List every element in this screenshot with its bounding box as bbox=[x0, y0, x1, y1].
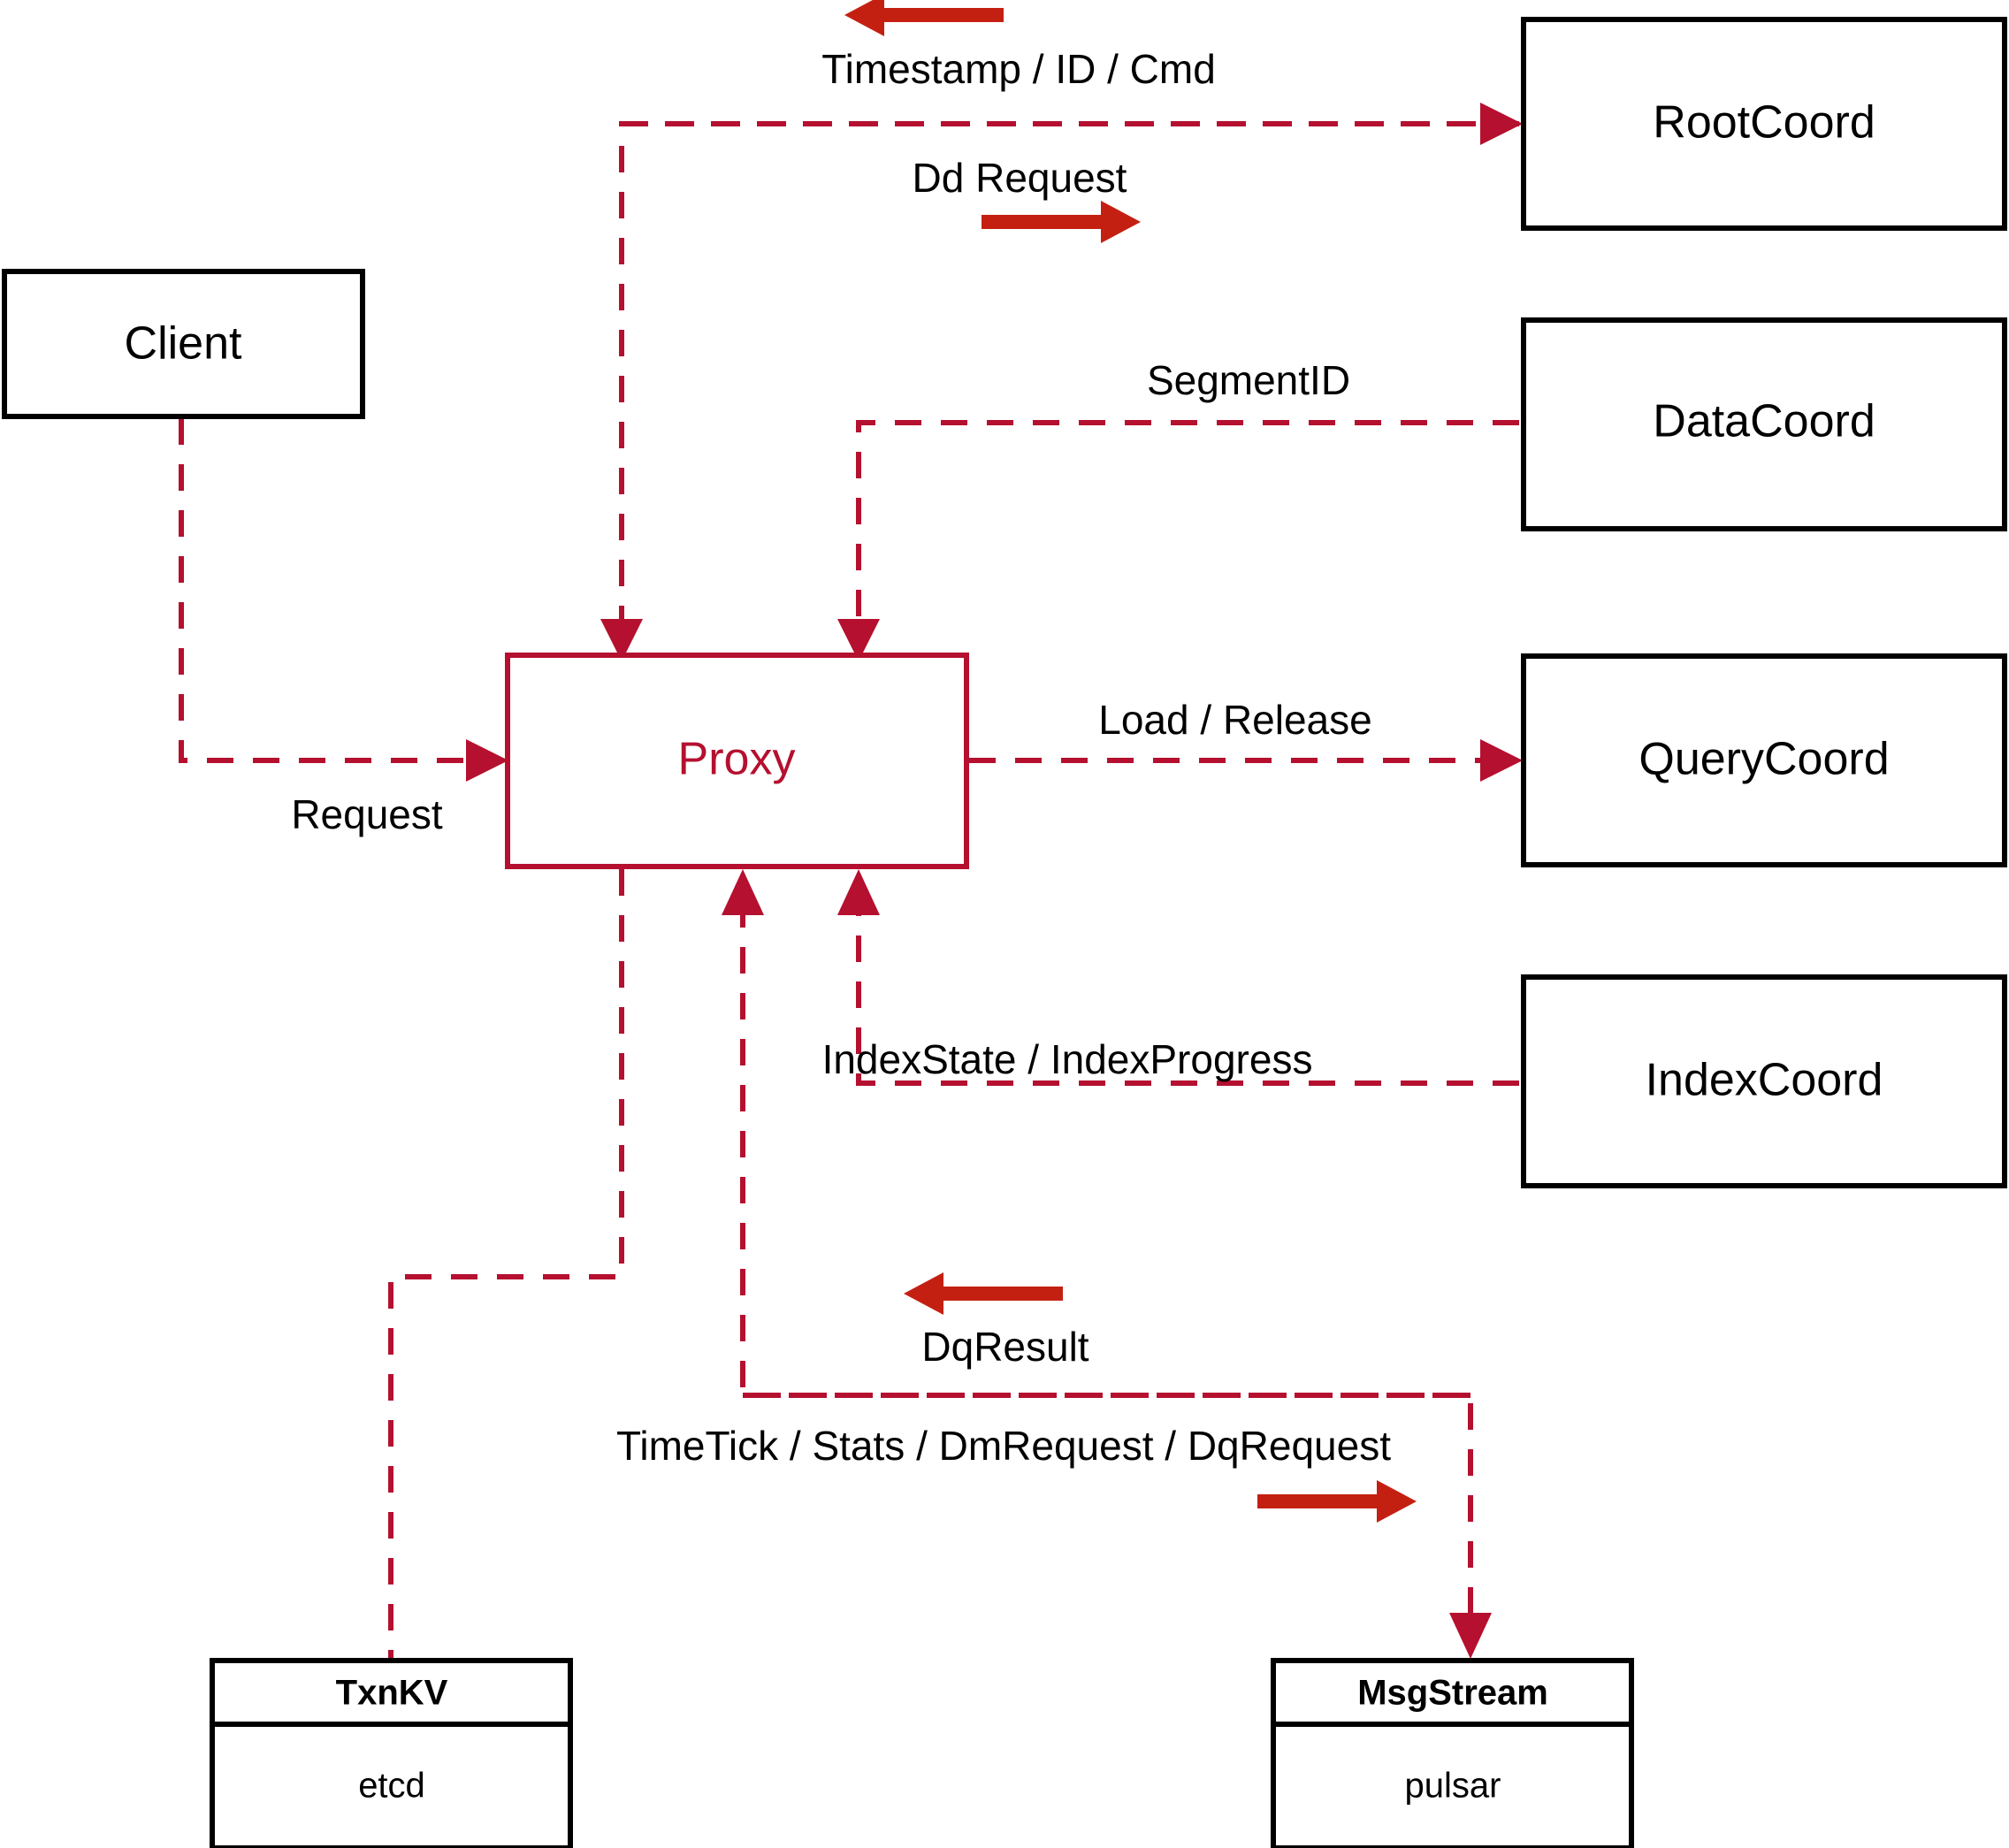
direction-arrow-right-timetick bbox=[1257, 1480, 1417, 1523]
node-client[interactable]: Client bbox=[2, 269, 365, 419]
edge-label-timestamp-id-cmd: Timestamp / ID / Cmd bbox=[821, 46, 1216, 92]
node-txnkv-label: TxnKV bbox=[336, 1674, 448, 1713]
node-datacoord[interactable]: DataCoord bbox=[1521, 317, 2007, 531]
edge-label-dqresult: DqResult bbox=[921, 1324, 1089, 1370]
edge-label-request: Request bbox=[291, 791, 443, 837]
direction-arrow-right-ddrequest bbox=[982, 201, 1141, 243]
node-client-label: Client bbox=[125, 318, 242, 370]
edge-rootcoord-proxy bbox=[600, 121, 1519, 661]
arrowhead-querycoord-left bbox=[1480, 739, 1523, 782]
node-querycoord-label: QueryCoord bbox=[1639, 734, 1889, 785]
edge-label-timetick-stats-dmrequest-dqrequest: TimeTick / Stats / DmRequest / DqRequest bbox=[616, 1423, 1391, 1469]
edge-proxy-txnkv bbox=[388, 869, 624, 1661]
edge-proxy-querycoord bbox=[969, 739, 1523, 782]
arrowhead-msgstream-top bbox=[1449, 1613, 1492, 1659]
node-rootcoord[interactable]: RootCoord bbox=[1521, 17, 2007, 231]
node-msgstream-sublabel: pulsar bbox=[1405, 1767, 1501, 1806]
direction-arrow-left-dqresult bbox=[904, 1272, 1063, 1315]
edge-label-segmentid: SegmentID bbox=[1147, 357, 1350, 403]
node-rootcoord-label: RootCoord bbox=[1653, 97, 1875, 149]
arrowhead-proxy-top-right bbox=[837, 619, 880, 661]
edge-client-proxy bbox=[179, 418, 508, 782]
edge-indexcoord-proxy bbox=[837, 869, 1519, 1086]
node-datacoord-label: DataCoord bbox=[1653, 396, 1875, 447]
node-msgstream-label: MsgStream bbox=[1357, 1674, 1548, 1713]
node-indexcoord-label: IndexCoord bbox=[1646, 1055, 1883, 1106]
node-indexcoord[interactable]: IndexCoord bbox=[1521, 974, 2007, 1188]
node-querycoord[interactable]: QueryCoord bbox=[1521, 653, 2007, 867]
edge-msgstream-proxy bbox=[722, 869, 1470, 1398]
edge-label-indexstate-indexprogress: IndexState / IndexProgress bbox=[822, 1036, 1313, 1082]
edge-proxy-msgstream bbox=[743, 1393, 1492, 1659]
arrowhead-proxy-top-left bbox=[600, 619, 643, 661]
edge-proxy-rootcoord bbox=[622, 103, 1523, 145]
node-proxy-label: Proxy bbox=[678, 734, 796, 785]
node-txnkv-sublabel: etcd bbox=[358, 1767, 425, 1806]
edge-label-dd-request: Dd Request bbox=[913, 155, 1127, 201]
arrowhead-proxy-left bbox=[466, 739, 508, 782]
edge-label-load-release: Load / Release bbox=[1098, 697, 1371, 743]
arrowhead-rootcoord-left bbox=[1480, 103, 1523, 145]
arrowhead-proxy-bottom-right bbox=[837, 869, 880, 915]
node-proxy[interactable]: Proxy bbox=[505, 653, 969, 869]
direction-arrow-left-timestamp bbox=[844, 0, 1004, 36]
arrowhead-proxy-bottom-mid bbox=[722, 869, 764, 915]
node-msgstream[interactable]: MsgStream pulsar bbox=[1271, 1658, 1634, 1848]
node-txnkv[interactable]: TxnKV etcd bbox=[210, 1658, 573, 1848]
edge-datacoord-proxy bbox=[837, 420, 1519, 661]
